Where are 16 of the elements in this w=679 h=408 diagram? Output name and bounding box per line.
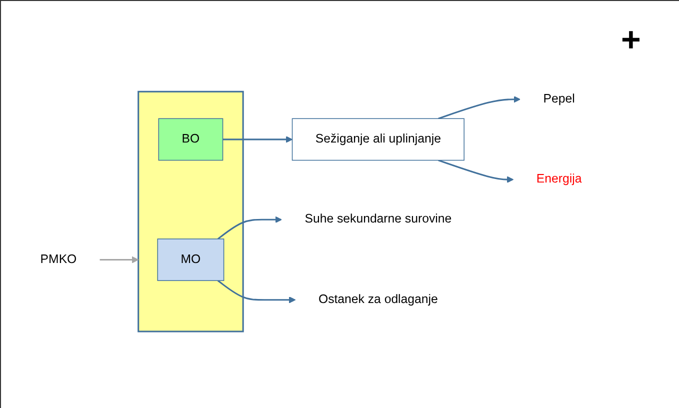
node-text: PMKO xyxy=(40,252,77,266)
node-box: Sežiganje ali uplinjanje xyxy=(292,118,464,161)
arrow xyxy=(217,280,296,304)
arrow xyxy=(222,136,293,143)
node-box: MO xyxy=(157,238,224,281)
arrow xyxy=(217,216,282,240)
arrow xyxy=(438,96,520,120)
node-text: Energija xyxy=(536,172,582,186)
node-box: BO xyxy=(158,118,224,161)
node-text: Suhe sekundarne surovine xyxy=(304,212,452,226)
node-text: Pepel xyxy=(543,92,575,106)
arrow xyxy=(438,160,514,183)
cluster xyxy=(138,90,244,332)
plus-sign: + xyxy=(621,21,641,60)
node-text: Ostanek za odlaganje xyxy=(318,292,438,306)
arrow xyxy=(100,256,139,264)
